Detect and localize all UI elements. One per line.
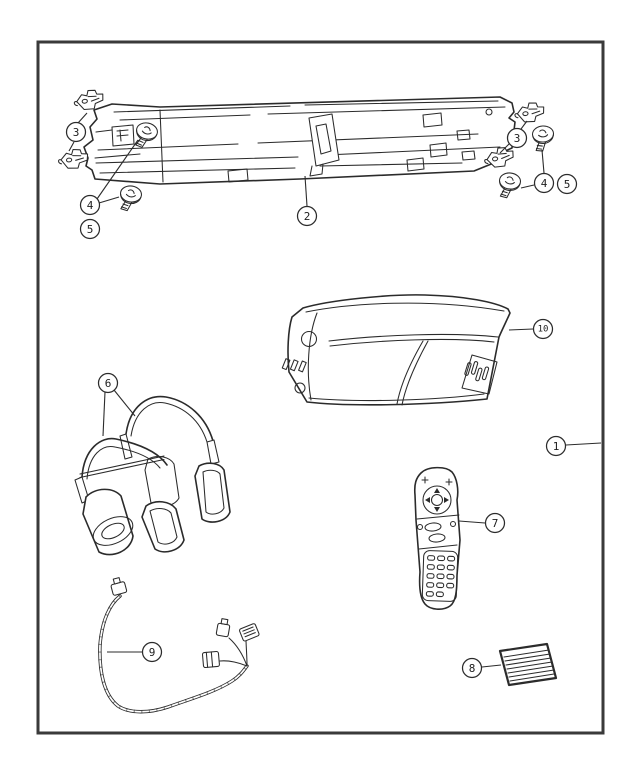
overhead-dvd-console — [281, 294, 511, 406]
callout-leader-line — [96, 139, 139, 200]
callout-4: 4 — [79, 139, 139, 216]
screw-left-lower — [117, 184, 144, 213]
callout-leader-line — [458, 520, 486, 524]
callout-leader-line — [98, 196, 120, 204]
callouts-layer: 3 4 5 2 3 4 5 10 1 6 7 9 8 — [65, 112, 602, 679]
mounting-clip-right-upper — [513, 100, 547, 125]
callout-8: 8 — [461, 657, 502, 679]
callout-number: 4 — [87, 199, 94, 212]
harness-connector-main — [110, 577, 128, 596]
callout-number: 4 — [541, 177, 548, 190]
callout-leader-line — [520, 184, 535, 189]
callout-6: 6 — [97, 372, 136, 437]
callout-leader-line — [499, 143, 510, 154]
callout-circle — [461, 657, 483, 679]
callout-3: 3 — [499, 120, 528, 154]
callout-circle — [533, 172, 555, 194]
callout-number: 10 — [538, 325, 549, 335]
harness-connector-a — [215, 618, 231, 638]
remote-control — [413, 466, 461, 610]
callout-number: 1 — [553, 440, 560, 453]
callout-number: 6 — [105, 377, 112, 390]
callout-leader-line — [102, 391, 106, 437]
callout-9: 9 — [107, 641, 163, 663]
mounting-bracket — [83, 96, 516, 185]
callout-leader-line — [565, 442, 602, 446]
headphone-back — [119, 395, 231, 523]
callout-circle — [79, 194, 101, 216]
callout-number: 7 — [492, 517, 499, 530]
callout-circle — [141, 641, 163, 663]
callout-circle — [506, 127, 528, 149]
callout-number: 9 — [149, 646, 156, 659]
callout-leader-line — [77, 112, 88, 124]
callout-leader-line — [68, 141, 75, 152]
callout-number: 2 — [304, 210, 311, 223]
callout-leader-line — [304, 175, 308, 207]
callout-circle — [97, 372, 119, 394]
diagram-border — [36, 40, 605, 735]
callout-number: 3 — [73, 126, 80, 139]
wiring-harness — [98, 577, 260, 714]
adhesive-pad — [498, 642, 558, 687]
callout-1: 1 — [545, 435, 602, 457]
headphone-front — [74, 437, 185, 556]
callout-circle — [65, 121, 87, 143]
callout-7: 7 — [458, 512, 506, 534]
harness-connector-b — [239, 623, 260, 642]
callout-5: 5 — [79, 218, 101, 240]
callout-number: 8 — [469, 662, 476, 675]
callout-number: 3 — [514, 132, 521, 145]
callout-circle — [79, 218, 101, 240]
harness-connector-c — [201, 650, 220, 669]
callout-3: 3 — [65, 112, 88, 152]
screw-right-lower — [497, 171, 522, 200]
callout-leader-line — [481, 664, 502, 668]
callout-circle — [556, 173, 578, 195]
callout-circle — [484, 512, 506, 534]
callout-number: 5 — [87, 223, 94, 236]
callout-10: 10 — [508, 318, 554, 340]
callout-leader-line — [520, 120, 528, 130]
callout-5: 5 — [556, 173, 578, 195]
callout-leader-line — [508, 328, 534, 331]
callout-circle — [532, 318, 554, 340]
headphones-pair — [74, 395, 231, 556]
callout-circle — [296, 205, 318, 227]
callout-circle — [545, 435, 567, 457]
callout-leader-line — [541, 149, 545, 174]
callout-number: 5 — [564, 178, 571, 191]
callout-leader-line — [113, 389, 136, 417]
mounting-clip-left-lower — [56, 147, 90, 171]
screw-right-upper — [531, 124, 556, 153]
callout-4: 4 — [520, 149, 555, 194]
callout-2: 2 — [296, 175, 318, 227]
